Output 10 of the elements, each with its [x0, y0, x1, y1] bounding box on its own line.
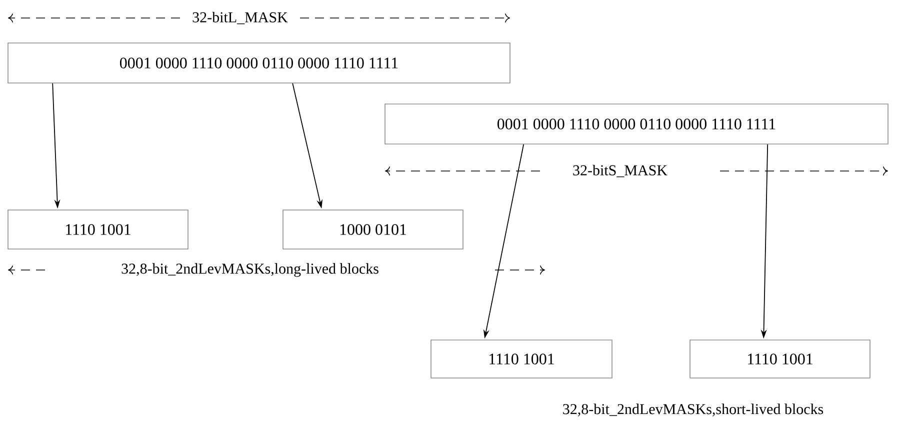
bit-mask-box: 0001 0000 1110 0000 0110 0000 1110 1111	[8, 42, 510, 84]
label-text: 32,8-bit_2ndLevMASKs,long-lived blocks	[120, 262, 380, 278]
label-text: 32,8-bit_2ndLevMASKs,short-lived blocks	[561, 402, 825, 418]
bit-mask-box: 0001 0000 1110 0000 0110 0000 1110 1111	[384, 104, 888, 144]
bit-mask-box: 1000 0101	[282, 210, 464, 250]
label-text: 32-bitL_MASK	[191, 10, 289, 26]
label-text: 32-bitS_MASK	[572, 164, 669, 178]
bit-mask-box: 1110 1001	[690, 340, 870, 378]
bit-mask-box: 1110 1001	[430, 340, 612, 378]
bit-mask-box: 1110 1001	[8, 210, 188, 250]
